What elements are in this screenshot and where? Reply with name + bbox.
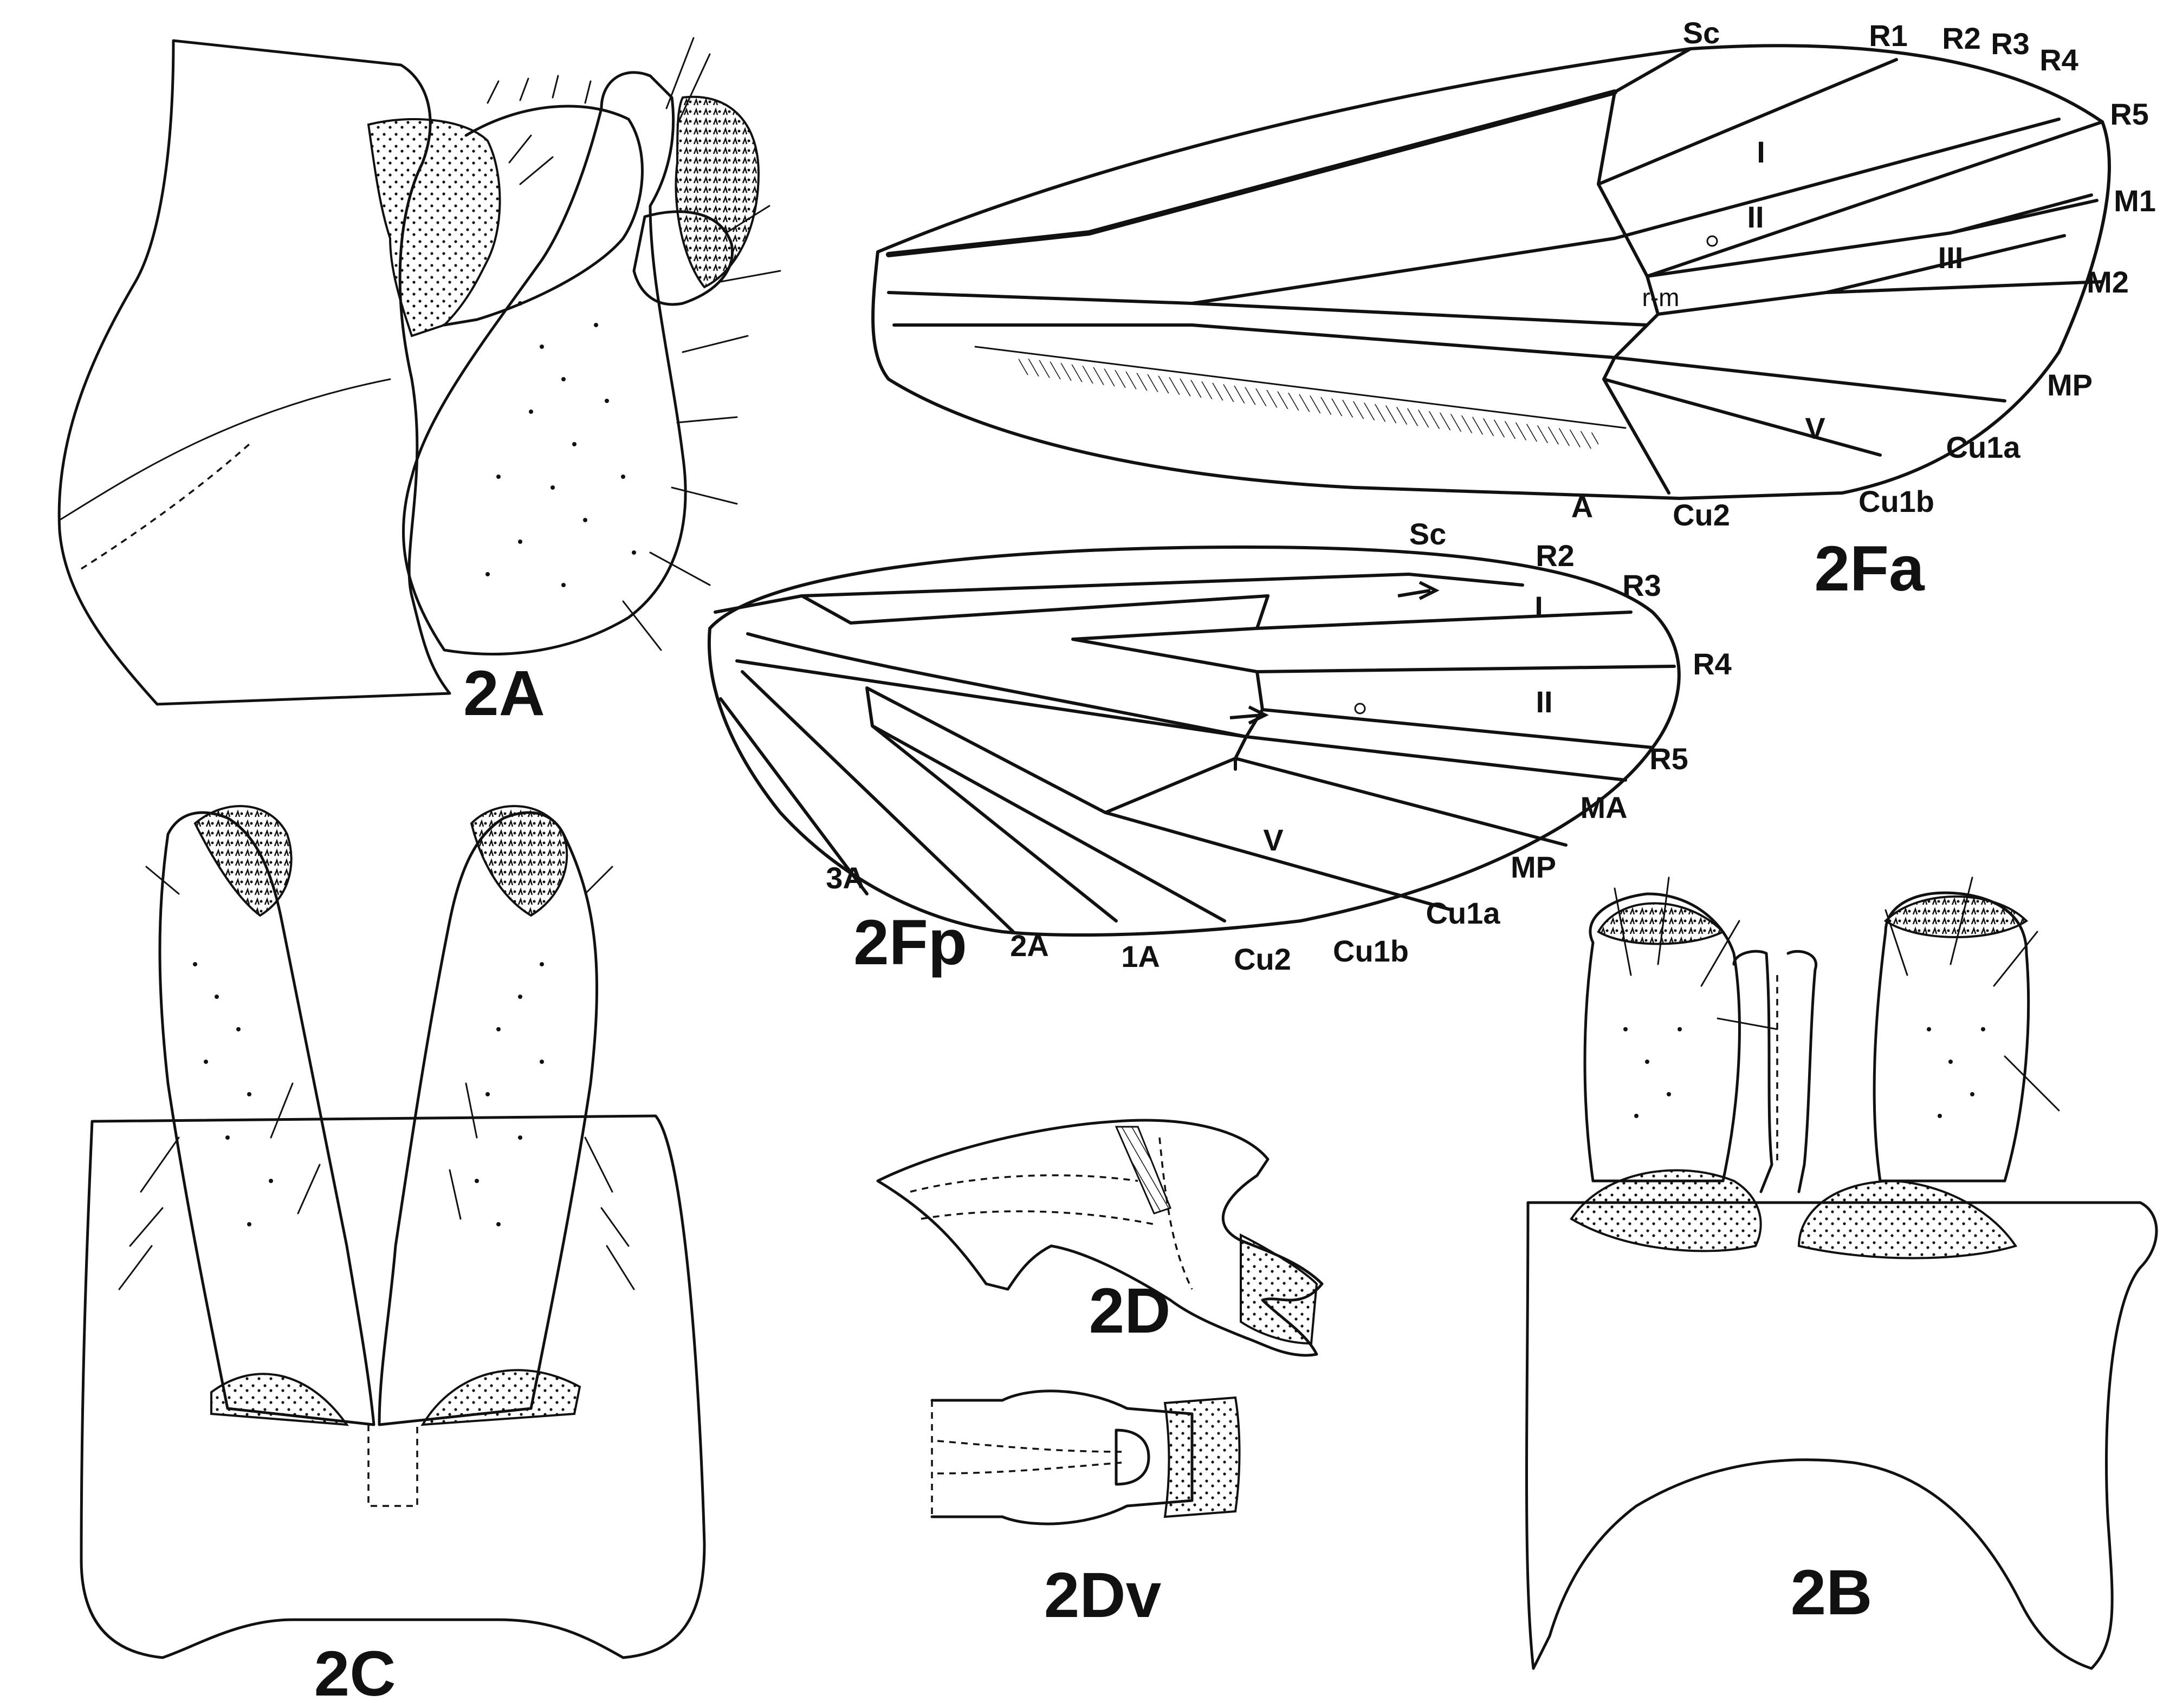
fig-2b-label: 2B	[1791, 1557, 1873, 1628]
fig-2fa-forewing	[871, 44, 2111, 500]
hindwing-cell-v: V	[1263, 823, 1283, 857]
forewing-vein-cu1b: Cu1b	[1858, 484, 1934, 518]
fig-2c-label: 2C	[314, 1638, 396, 1708]
forewing-vein-mp: MP	[2047, 368, 2093, 402]
fig-2d-label: 2D	[1089, 1275, 1171, 1347]
fig-2fp-vein-labels: Sc R2 R3 R4 R5 MA MP Cu1a Cu1b Cu2 1A 2A…	[826, 517, 1732, 976]
forewing-crossvein-rm: r-m	[1642, 283, 1680, 311]
forewing-vein-r3: R3	[1991, 27, 2030, 61]
forewing-cell-iii: III	[1938, 241, 1964, 275]
fig-2b-drawing	[1525, 876, 2158, 1670]
forewing-vein-a: A	[1571, 490, 1593, 524]
forewing-cell-ii: II	[1747, 200, 1764, 234]
fig-2dv-drawing	[930, 1389, 1241, 1525]
hindwing-vein-1a: 1A	[1121, 939, 1160, 973]
forewing-vein-r5: R5	[2110, 97, 2149, 131]
hindwing-vein-r5: R5	[1649, 742, 1688, 776]
hindwing-vein-2a: 2A	[1010, 928, 1049, 963]
fig-2dv-label: 2Dv	[1044, 1560, 1162, 1631]
hindwing-vein-r3: R3	[1622, 568, 1661, 602]
hindwing-cell-i: I	[1534, 590, 1543, 624]
forewing-vein-r4: R4	[2039, 43, 2078, 77]
forewing-vein-r1: R1	[1869, 18, 1908, 53]
fig-2fa-label: 2Fa	[1814, 533, 1925, 605]
hindwing-vein-r2: R2	[1536, 538, 1575, 573]
forewing-vein-m2: M2	[2087, 265, 2129, 299]
fig-2fp-label: 2Fp	[853, 907, 967, 978]
fig-2d-drawing	[876, 1119, 1324, 1357]
forewing-vein-r2: R2	[1942, 21, 1981, 55]
fig-2fa-vein-labels: Sc R1 R2 R3 R4 R5 M1 M2 MP Cu1a Cu1b Cu2…	[1571, 16, 2156, 532]
fig-2fp-hindwing	[708, 545, 1681, 937]
hindwing-vein-sc: Sc	[1409, 517, 1447, 551]
forewing-vein-sc: Sc	[1683, 16, 1720, 50]
forewing-vein-cu2: Cu2	[1673, 498, 1730, 532]
forewing-cell-i: I	[1757, 135, 1765, 169]
fig-2a-label: 2A	[463, 658, 545, 729]
fig-2a-drawing	[57, 37, 781, 706]
hindwing-cell-ii: II	[1536, 685, 1552, 719]
hindwing-vein-cu1a: Cu1a	[1426, 896, 1501, 930]
forewing-cell-v: V	[1805, 411, 1825, 445]
hindwing-vein-3a: 3A	[826, 861, 865, 895]
hindwing-vein-mp: MP	[1511, 850, 1556, 884]
hindwing-vein-cu1b: Cu1b	[1333, 934, 1409, 968]
hindwing-vein-r4: R4	[1693, 647, 1732, 681]
forewing-vein-m1: M1	[2114, 184, 2156, 218]
hindwing-vein-ma: MA	[1580, 790, 1627, 824]
fig-2c-drawing	[80, 804, 706, 1659]
forewing-vein-cu1a: Cu1a	[1946, 430, 2021, 464]
hindwing-vein-cu2: Cu2	[1234, 942, 1291, 976]
